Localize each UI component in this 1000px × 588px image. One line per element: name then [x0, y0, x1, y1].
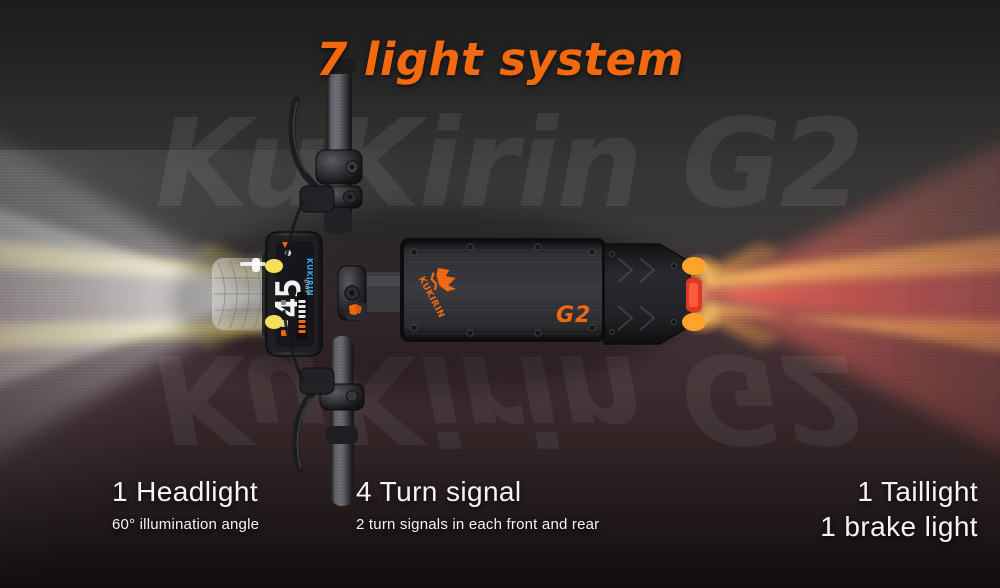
caption-headlight-heading: 1 Headlight [112, 476, 259, 507]
page-title: 7 light system [315, 33, 685, 86]
caption-turn-signal-heading: 4 Turn signal [356, 476, 522, 507]
caption-taillight: 1 Taillight 1 brake light [820, 476, 978, 543]
caption-turn-signal: 4 Turn signal 2 turn signals in each fro… [356, 476, 599, 533]
caption-taillight-heading: 1 Taillight [857, 476, 978, 507]
feature-captions: 1 Headlight 60° illumination angle 4 Tur… [0, 468, 1000, 588]
caption-headlight: 1 Headlight 60° illumination angle [112, 476, 259, 533]
caption-taillight-sub: 1 brake light [820, 511, 978, 543]
caption-turn-signal-sub: 2 turn signals in each front and rear [356, 516, 600, 534]
caption-headlight-sub: 60° illumination angle [112, 516, 260, 534]
